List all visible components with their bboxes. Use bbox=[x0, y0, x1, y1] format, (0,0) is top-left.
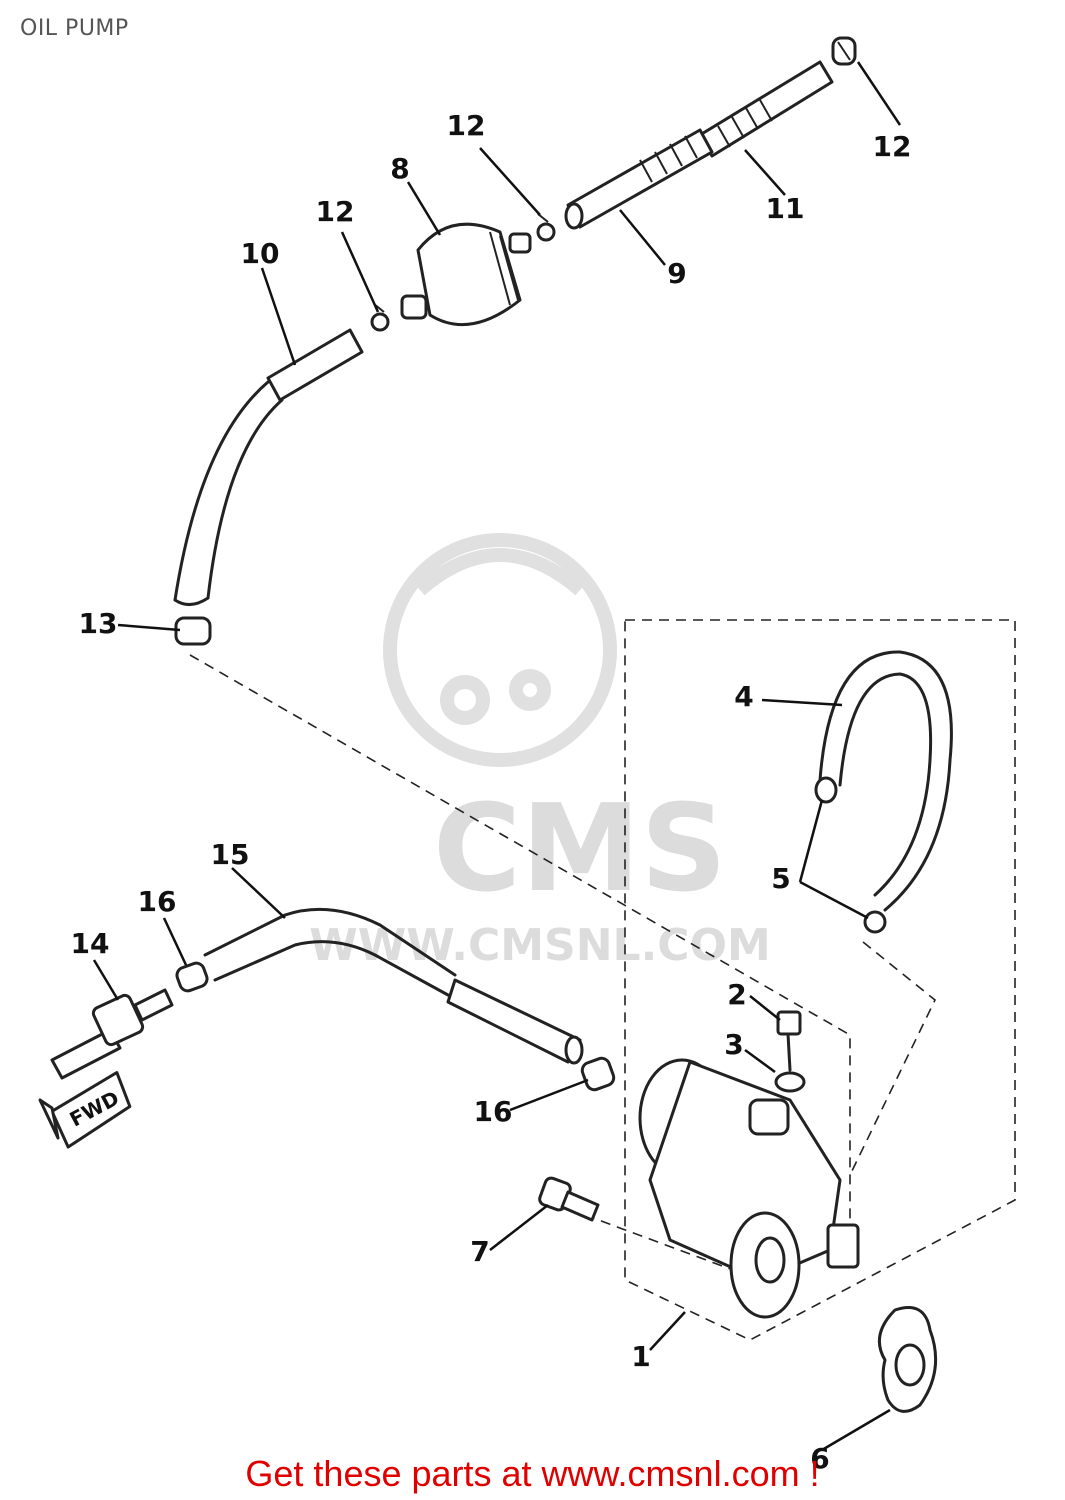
callout-8: 8 bbox=[390, 152, 409, 185]
screw-part-7 bbox=[538, 1176, 600, 1222]
fitting-part-13 bbox=[174, 616, 212, 646]
callout-12-left: 12 bbox=[316, 195, 355, 228]
callout-6: 6 bbox=[810, 1442, 829, 1475]
clip-part-16-right bbox=[580, 1056, 616, 1092]
forward-direction-marker: FWD bbox=[38, 1071, 132, 1149]
oil-filter-part-8 bbox=[400, 222, 532, 327]
pipe-part-15 bbox=[203, 907, 584, 1065]
callout-2: 2 bbox=[727, 978, 746, 1011]
callout-15: 15 bbox=[211, 838, 250, 871]
clip-part-5 bbox=[814, 776, 887, 934]
hose-part-10 bbox=[173, 328, 364, 606]
callout-14: 14 bbox=[71, 927, 110, 960]
pipe-part-9 bbox=[564, 128, 714, 230]
delivery-hose-part-4 bbox=[818, 650, 953, 912]
watermark-url: WWW.CMSNL.COM bbox=[309, 920, 771, 971]
page-title: OIL PUMP bbox=[20, 16, 129, 41]
callout-16-right: 16 bbox=[474, 1095, 513, 1128]
assembly-boundary bbox=[189, 619, 1016, 1341]
bolt-part-2 bbox=[776, 1010, 802, 1072]
callout-3: 3 bbox=[724, 1028, 743, 1061]
callout-4: 4 bbox=[734, 680, 753, 713]
gasket-part-6 bbox=[877, 1306, 938, 1413]
callout-16-left: 16 bbox=[138, 885, 177, 918]
callout-10: 10 bbox=[241, 237, 280, 270]
oil-pump-part-1 bbox=[638, 1058, 860, 1319]
callout-7: 7 bbox=[470, 1235, 489, 1268]
washer-part-3 bbox=[774, 1071, 806, 1093]
watermark-brand: CMS bbox=[433, 780, 727, 919]
callout-12-middle: 12 bbox=[447, 109, 486, 142]
watermark: CMS WWW.CMSNL.COM bbox=[309, 533, 771, 971]
hose-clip-part-12-middle bbox=[536, 213, 556, 242]
clip-part-16-left bbox=[175, 961, 209, 993]
hose-part-11 bbox=[698, 60, 834, 158]
callout-labels: 1 2 3 4 5 6 7 8 9 10 11 12 12 12 13 14 1… bbox=[71, 109, 912, 1475]
callout-11: 11 bbox=[766, 192, 805, 225]
callout-9: 9 bbox=[667, 257, 686, 290]
hose-clip-part-12-left bbox=[370, 303, 390, 332]
callout-1: 1 bbox=[631, 1340, 650, 1373]
callout-12-top: 12 bbox=[873, 130, 912, 163]
leader-lines bbox=[92, 61, 902, 1452]
hose-clip-part-12-top bbox=[831, 36, 857, 66]
footer-link[interactable]: Get these parts at www.cmsnl.com ! bbox=[245, 1453, 820, 1494]
callout-13: 13 bbox=[79, 607, 118, 640]
callout-5: 5 bbox=[771, 862, 790, 895]
fitting-part-14 bbox=[50, 988, 174, 1080]
